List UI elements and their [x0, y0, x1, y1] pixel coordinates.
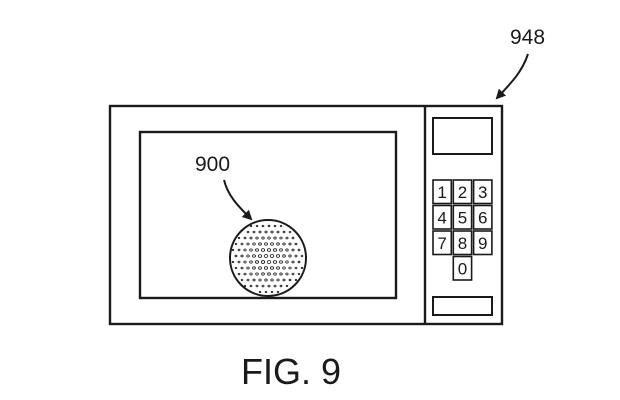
keypad-key-label: 6 [478, 208, 487, 227]
keypad-key-1[interactable]: 1 [432, 179, 453, 205]
keypad-key-label: 1 [437, 183, 446, 202]
keypad-key-label: 3 [478, 183, 487, 202]
device-reference-numeral: 948 [510, 26, 545, 49]
start-button-bar [432, 296, 493, 316]
door-window [138, 130, 398, 300]
display-window [432, 117, 493, 155]
keypad-key-label: 0 [458, 259, 467, 278]
keypad-key-5[interactable]: 5 [452, 204, 473, 230]
ball-leader-arrow [223, 179, 253, 221]
keypad-key-7[interactable]: 7 [432, 230, 453, 256]
keypad-key-label: 9 [478, 234, 487, 253]
keypad-key-6[interactable]: 6 [472, 204, 493, 230]
keypad-key-label: 5 [458, 208, 467, 227]
golf-ball [229, 219, 307, 297]
keypad-key-label: 7 [437, 234, 446, 253]
keypad-key-label: 8 [458, 234, 467, 253]
figure-caption: FIG. 9 [241, 351, 341, 392]
keypad-key-4[interactable]: 4 [432, 204, 453, 230]
ball-reference-numeral: 900 [195, 153, 230, 176]
device-leader-arrow [495, 53, 529, 100]
keypad-key-label: 2 [458, 183, 467, 202]
keypad-key-9[interactable]: 9 [472, 230, 493, 256]
keypad-key-0[interactable]: 0 [452, 255, 473, 281]
keypad-key-2[interactable]: 2 [452, 179, 473, 205]
microwave-body [108, 104, 504, 326]
keypad-key-3[interactable]: 3 [472, 179, 493, 205]
keypad-key-8[interactable]: 8 [452, 230, 473, 256]
keypad-key-label: 4 [437, 208, 446, 227]
